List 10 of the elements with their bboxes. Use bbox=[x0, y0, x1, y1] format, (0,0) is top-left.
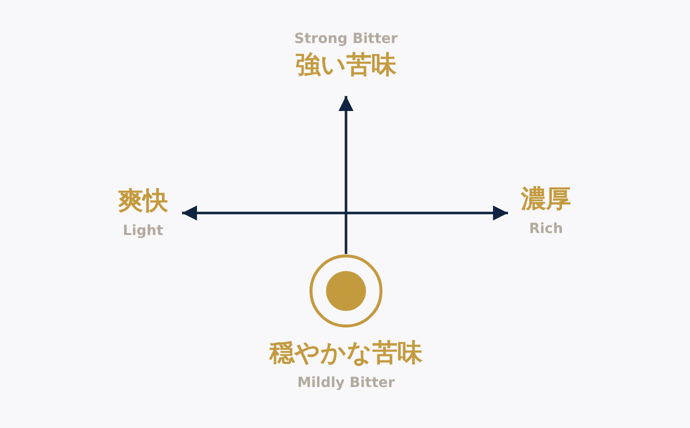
axis-label: 爽快 bbox=[118, 186, 168, 215]
axis-subtitle: Rich bbox=[529, 221, 563, 237]
axis-subtitle: Strong Bitter bbox=[294, 31, 398, 47]
axis-subtitle: Light bbox=[122, 223, 164, 239]
axis-label: 濃厚 bbox=[521, 184, 571, 213]
axis-arrow bbox=[338, 96, 354, 254]
axis-arrow bbox=[182, 206, 508, 220]
axis-subtitle: Mildly Bitter bbox=[297, 375, 395, 391]
axis-label: 穏やかな苦味 bbox=[270, 338, 422, 367]
axis-label: 強い苦味 bbox=[296, 50, 396, 79]
